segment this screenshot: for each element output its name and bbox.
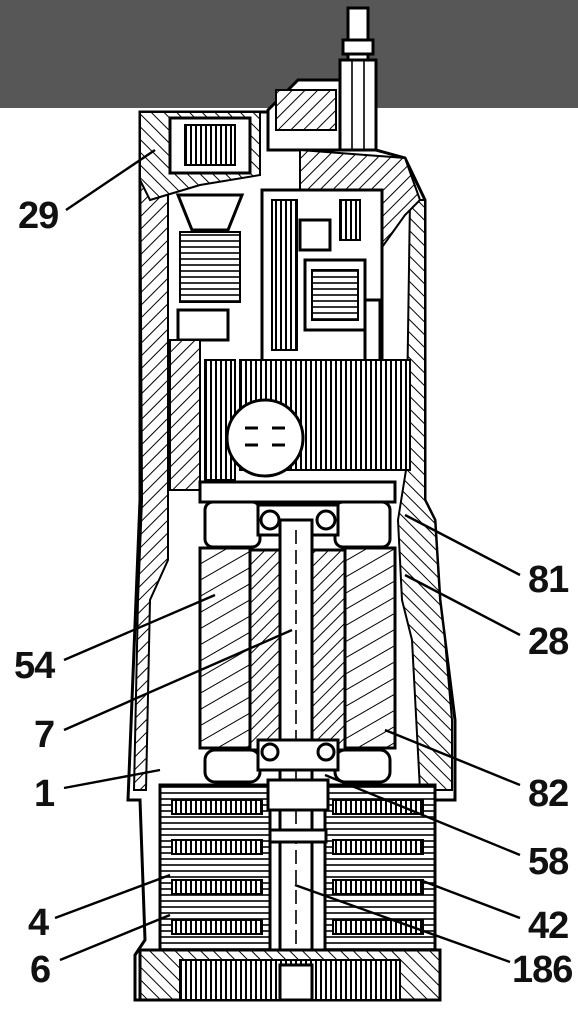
pump-base	[138, 948, 442, 1002]
callout-81: 81	[528, 559, 569, 601]
callout-54: 54	[14, 645, 55, 687]
callout-82: 82	[528, 773, 568, 815]
callout-labels: 29 81 28 54 7 1 82 58 4 42 6 186	[14, 195, 573, 991]
discharge-spigot	[266, 6, 378, 172]
leader-42	[419, 878, 521, 920]
leader-1	[63, 768, 161, 790]
leader-82	[384, 728, 521, 787]
impeller-stages	[158, 778, 437, 952]
motor-section	[198, 480, 397, 972]
leader-186	[294, 883, 511, 964]
leader-29	[65, 149, 156, 211]
callout-58: 58	[528, 841, 568, 883]
callout-42: 42	[528, 905, 568, 947]
callout-1: 1	[34, 773, 55, 815]
callout-7: 7	[34, 714, 54, 756]
leader-6	[59, 913, 171, 962]
callout-28: 28	[528, 621, 568, 663]
callout-4: 4	[28, 902, 49, 944]
leader-7	[63, 628, 293, 732]
leader-58	[324, 773, 521, 857]
leader-54	[63, 593, 216, 662]
leader-81	[404, 513, 521, 577]
check-valve-assembly	[168, 116, 252, 491]
callout-186: 186	[512, 949, 572, 991]
leader-lines	[54, 149, 521, 964]
callout-29: 29	[18, 195, 58, 237]
callout-6: 6	[30, 949, 50, 991]
float-ball	[225, 398, 305, 478]
leader-4	[54, 873, 171, 920]
leader-28	[404, 573, 521, 637]
